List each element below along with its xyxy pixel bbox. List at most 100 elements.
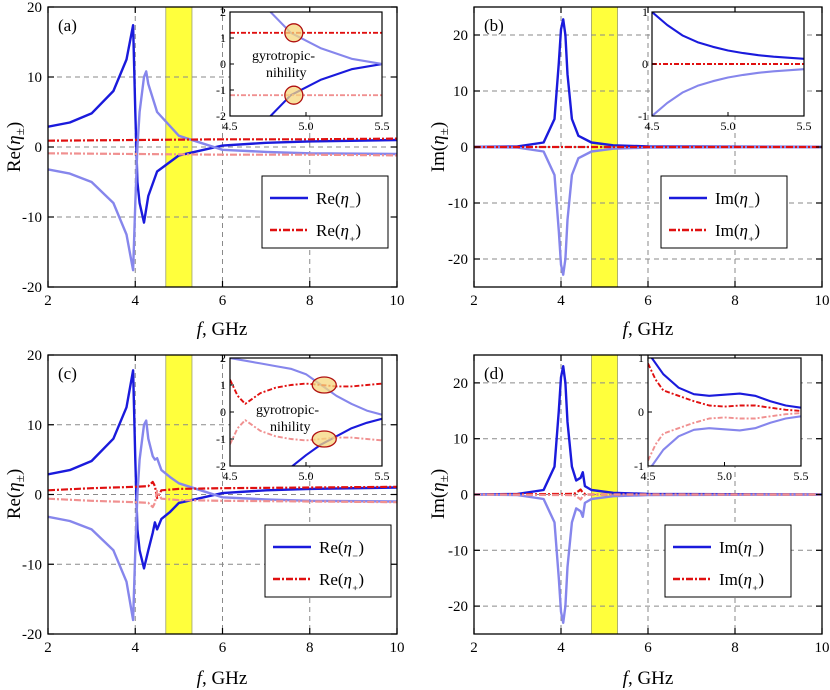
y-tick-label: 0 <box>461 140 469 156</box>
panel-label: (d) <box>484 364 504 383</box>
y-tick-label: -10 <box>22 210 42 226</box>
x-tick-label: 10 <box>815 640 830 656</box>
inset-y-tick-label: 2 <box>220 5 226 19</box>
x-tick-label: 6 <box>219 640 227 656</box>
y-axis-label: Re(η±) <box>4 122 27 172</box>
panel-label: (b) <box>484 16 504 35</box>
panel-label: (a) <box>58 16 77 35</box>
inset-y-tick-label: -1 <box>638 109 648 123</box>
inset-series-line <box>269 62 382 116</box>
inset-y-tick-label: -1 <box>634 459 644 473</box>
inset-y-tick-label: 1 <box>642 5 648 19</box>
inset-y-tick-label: -1 <box>216 432 226 446</box>
y-tick-label: 0 <box>35 140 43 156</box>
inset-y-tick-label: 0 <box>638 405 644 419</box>
inset-series-line <box>648 412 801 462</box>
inset-annotation: gyrotropic- <box>256 403 319 418</box>
series-line <box>48 419 397 622</box>
x-tick-label: 4 <box>557 293 565 309</box>
x-tick-label: 4 <box>132 293 140 309</box>
inset-series-line <box>650 358 801 409</box>
nihility-marker <box>284 85 304 105</box>
x-tick-label: 10 <box>390 640 405 656</box>
inset-x-tick-label: 5.0 <box>717 469 732 483</box>
y-axis-label: Im(η±) <box>428 469 451 519</box>
x-tick-label: 8 <box>731 640 739 656</box>
inset-series-line <box>652 12 804 60</box>
inset-x-tick-label: 5.5 <box>797 119 812 133</box>
y-tick-label: -10 <box>448 543 468 559</box>
series-line <box>48 70 397 272</box>
nihility-marker <box>311 376 337 394</box>
series-line <box>48 152 397 157</box>
inset-annotation: gyrotropic- <box>252 49 315 64</box>
inset-annotation: nihility <box>270 420 310 435</box>
series-line <box>48 24 397 224</box>
legend-label: Re(η₊) <box>319 570 364 593</box>
x-tick-label: 10 <box>815 293 830 309</box>
panel-label: (c) <box>58 364 77 383</box>
y-tick-label: 0 <box>35 488 43 504</box>
y-tick-label: 20 <box>453 28 468 44</box>
y-tick-label: -10 <box>448 196 468 212</box>
y-tick-label: 10 <box>27 418 42 434</box>
x-tick-label: 6 <box>219 293 227 309</box>
y-tick-label: 20 <box>27 348 42 364</box>
y-tick-label: 20 <box>453 376 468 392</box>
inset-y-tick-label: 0 <box>220 57 226 71</box>
x-axis-label: f, GHz <box>197 668 248 689</box>
legend-label: Im(η₊) <box>719 570 764 593</box>
nihility-marker <box>311 430 337 448</box>
inset-x-tick-label: 5.5 <box>375 119 390 133</box>
y-axis-label: Re(η±) <box>4 469 27 519</box>
inset-x-tick-label: 4.5 <box>223 119 238 133</box>
inset-x-tick-label: 4.5 <box>645 119 660 133</box>
nihility-marker <box>284 23 304 43</box>
inset-y-tick-label: 2 <box>220 351 226 365</box>
legend-label: Re(η₊) <box>316 221 361 244</box>
x-axis-label: f, GHz <box>623 319 674 340</box>
series-line <box>48 369 397 570</box>
x-tick-label: 4 <box>132 640 140 656</box>
x-tick-label: 2 <box>44 293 52 309</box>
inset-x-tick-label: 5.0 <box>299 119 314 133</box>
inset-y-tick-label: -1 <box>216 83 226 97</box>
series-line <box>474 493 822 501</box>
y-tick-label: -20 <box>22 627 42 643</box>
y-tick-label: 10 <box>453 84 468 100</box>
x-tick-label: 4 <box>557 640 565 656</box>
x-tick-label: 8 <box>306 640 314 656</box>
inset-y-tick-label: 1 <box>638 351 644 365</box>
x-tick-label: 10 <box>390 293 405 309</box>
x-axis-label: f, GHz <box>197 319 248 340</box>
inset-series-line <box>230 419 382 445</box>
y-axis-label: Im(η±) <box>428 122 451 172</box>
y-tick-label: -10 <box>22 557 42 573</box>
inset-series-line <box>230 379 382 405</box>
inset-x-tick-label: 5.0 <box>721 119 736 133</box>
series-line <box>474 493 822 624</box>
legend-box <box>261 175 389 249</box>
y-tick-label: 20 <box>27 0 42 16</box>
panel-c: 2 4 6 8 10 -20 -10 0 10 20 (c) f, GHz Re(η±) Re(η₋) Re… <box>4 348 405 689</box>
legend-box <box>664 524 792 598</box>
series-line <box>474 488 822 496</box>
legend-label: Im(η₊) <box>715 221 760 244</box>
inset-x-tick-label: 4.5 <box>223 469 238 483</box>
y-tick-label: -20 <box>22 280 42 296</box>
inset-x-tick-label: 5.5 <box>375 469 390 483</box>
inset-y-tick-label: 0 <box>642 57 648 71</box>
inset-x-tick-label: 5.0 <box>299 469 314 483</box>
legend-box <box>264 524 392 598</box>
legend-box <box>660 175 788 249</box>
inset-series-line <box>648 362 801 412</box>
inset-series-line <box>650 415 801 466</box>
series-line <box>474 365 822 496</box>
legend-label: Re(η₋) <box>319 538 364 561</box>
inset-series-line <box>652 68 804 116</box>
